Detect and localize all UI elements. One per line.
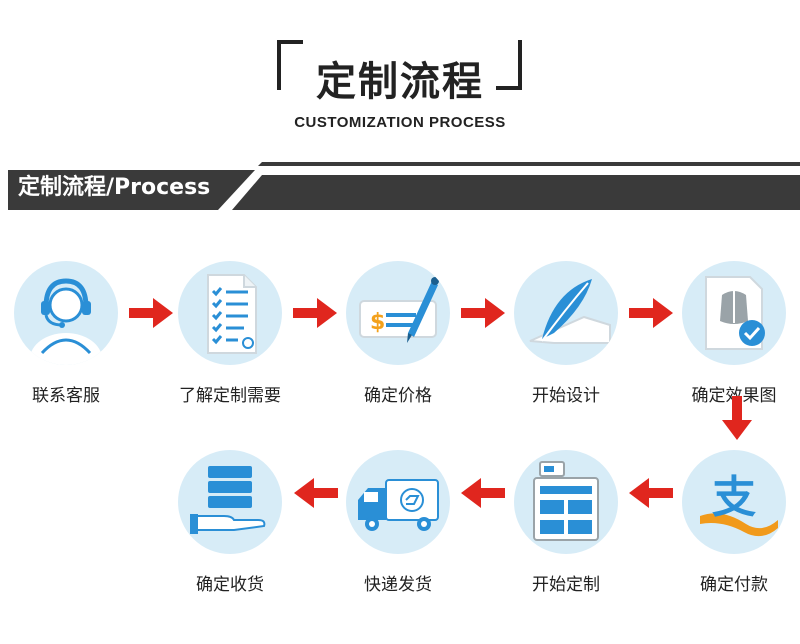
step-confirm-price: $ 确定价格 <box>318 261 478 406</box>
step-circle <box>514 261 618 365</box>
banner-title: 定制流程/Process <box>18 175 211 200</box>
arrow-down-icon <box>722 396 752 440</box>
alipay-char: 支 <box>712 472 756 523</box>
step-circle <box>14 261 118 365</box>
rendering-confirm-icon <box>705 276 765 350</box>
step-contact-service: 联系客服 <box>0 261 146 406</box>
step-understand-needs: 了解定制需要 <box>150 261 310 406</box>
arrow-right-icon <box>629 298 673 328</box>
step-start-production: 开始定制 <box>486 450 646 595</box>
step-circle <box>514 450 618 554</box>
step-start-design: 开始设计 <box>486 261 646 406</box>
step-label: 了解定制需要 <box>179 386 281 406</box>
delivery-truck-icon <box>358 479 439 531</box>
arrow-right-icon <box>293 298 337 328</box>
feather-icon <box>529 279 611 344</box>
production-machine-icon <box>533 461 599 541</box>
alipay-icon: 支 <box>700 472 778 537</box>
step-confirm-receipt: 确定收货 <box>150 450 310 595</box>
step-circle <box>178 261 282 365</box>
arrow-left-icon <box>629 478 673 508</box>
step-circle <box>682 261 786 365</box>
step-label: 开始设计 <box>532 386 600 406</box>
step-label: 开始定制 <box>532 575 600 595</box>
title-bracket-left <box>277 40 303 90</box>
step-label: 联系客服 <box>32 386 100 406</box>
customer-service-icon <box>30 278 102 365</box>
title-bracket-right <box>496 40 522 90</box>
step-label: 确定价格 <box>364 386 432 406</box>
step-confirm-rendering: 确定效果图 <box>654 261 800 406</box>
svg-text:$: $ <box>370 310 385 335</box>
step-label: 快递发货 <box>364 575 432 595</box>
arrow-right-icon <box>461 298 505 328</box>
check-pen-icon: $ <box>359 277 439 343</box>
step-confirm-payment: 支 确定付款 <box>654 450 800 595</box>
step-circle: 支 <box>682 450 786 554</box>
step-circle <box>346 450 450 554</box>
arrow-left-icon <box>461 478 505 508</box>
step-label: 确定付款 <box>700 575 768 595</box>
title-block: 定制流程 CUSTOMIZATION PROCESS <box>0 0 800 150</box>
step-express-shipping: 快递发货 <box>318 450 478 595</box>
step-circle <box>178 450 282 554</box>
page-title: 定制流程 <box>316 59 484 105</box>
receive-package-icon <box>190 466 266 534</box>
section-banner <box>0 155 800 215</box>
arrow-left-icon <box>294 478 338 508</box>
page-subtitle: CUSTOMIZATION PROCESS <box>294 114 506 131</box>
checklist-icon <box>207 274 257 354</box>
step-label: 确定收货 <box>196 575 264 595</box>
step-circle: $ <box>346 261 450 365</box>
arrow-right-icon <box>129 298 173 328</box>
